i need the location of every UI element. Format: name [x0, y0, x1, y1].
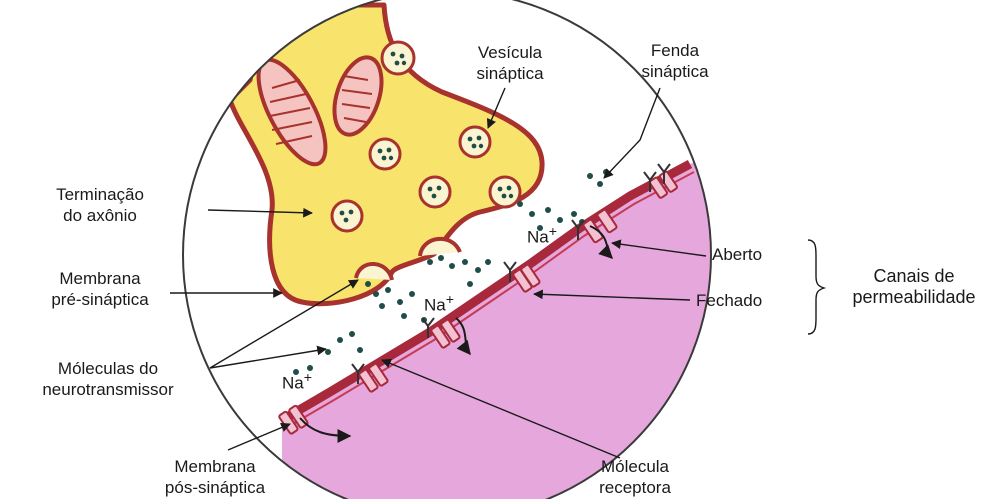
vesicle: [420, 177, 450, 207]
label-postsynaptic-membrane: Membrana pós-sináptica: [150, 456, 280, 498]
label-permeability-channels: Canais de permeabilidade: [826, 266, 1002, 308]
label-open: Aberto: [712, 244, 762, 265]
label-closed: Fechado: [696, 290, 762, 311]
label-synaptic-cleft: Fenda sináptica: [625, 40, 725, 82]
label-axon-terminal: Terminação do axônio: [40, 184, 160, 226]
label-vesicle: Vesícula sináptica: [455, 42, 565, 84]
channels-bracket: [808, 240, 824, 334]
vesicle: [382, 42, 414, 74]
sodium-ion-label: Na+: [527, 222, 557, 248]
label-receptor-molecule: Mólecula receptora: [580, 456, 690, 498]
vesicle: [460, 127, 490, 157]
vesicle: [490, 177, 520, 207]
sodium-ion-label: Na+: [424, 290, 454, 316]
label-presynaptic-membrane: Membrana pré-sináptica: [30, 268, 170, 310]
vesicle: [370, 139, 400, 169]
sodium-ion-label: Na+: [282, 368, 312, 394]
vesicle: [332, 201, 362, 231]
label-neurotransmitter-molecules: Móleculas do neurotransmissor: [8, 358, 208, 400]
